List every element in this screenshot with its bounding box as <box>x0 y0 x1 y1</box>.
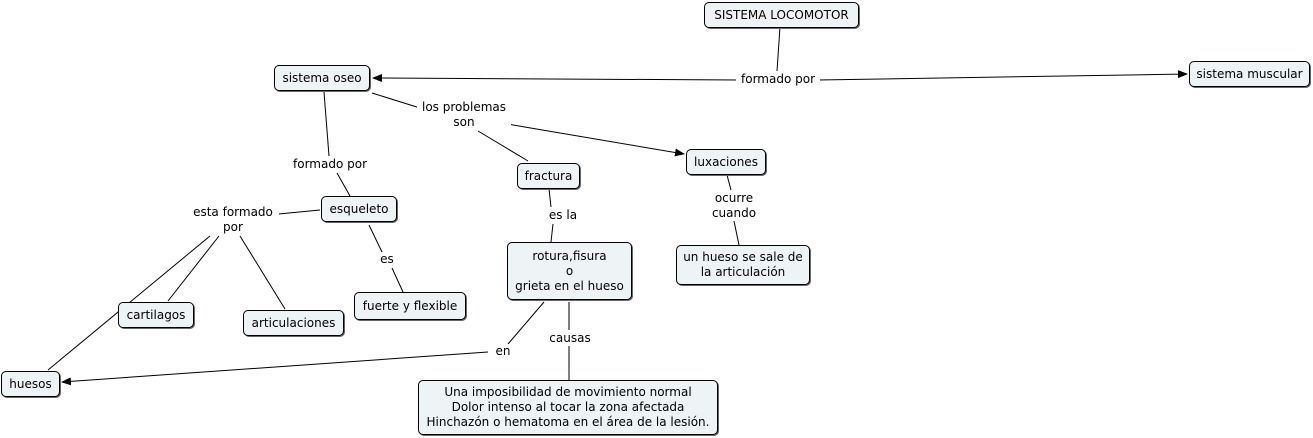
link-label-causas: causas <box>543 331 597 346</box>
link-es-fuerte <box>391 267 404 293</box>
concept-fractura[interactable]: fractura <box>517 163 580 189</box>
link-label-ocurre-cuando: ocurre cuando <box>705 191 763 221</box>
link-problemas-fractura <box>477 130 529 162</box>
concept-esqueleto[interactable]: esqueleto <box>321 196 397 222</box>
link-label-es: es <box>375 252 399 267</box>
concept-sistema-oseo[interactable]: sistema oseo <box>274 65 370 91</box>
link-label-los-problemas-son: los problemas son <box>417 100 511 130</box>
link-problemas-luxaciones <box>506 123 685 157</box>
link-ocurre-hueso <box>733 220 740 246</box>
concept-articulaciones[interactable]: articulaciones <box>243 310 344 336</box>
link-estaformado-articulaciones <box>239 235 286 310</box>
link-estaformado-cartilagos <box>167 235 220 302</box>
concept-hueso-sale[interactable]: un hueso se sale de la articulación <box>676 245 810 285</box>
link-esla-rotura <box>550 223 554 243</box>
link-label-esta-formado-por: esta formado por <box>187 205 279 235</box>
link-rotura-en <box>507 301 545 345</box>
link-label-formado-por-top: formado por <box>736 72 820 87</box>
concept-sintomas[interactable]: Una imposibilidad de movimiento normal D… <box>418 380 718 435</box>
link-formado-oseo <box>372 74 739 83</box>
link-label-en: en <box>491 344 515 359</box>
concept-sistema-locomotor[interactable]: SISTEMA LOCOMOTOR <box>704 2 859 28</box>
concept-cartilagos[interactable]: cartilagos <box>118 302 194 328</box>
concept-sistema-muscular[interactable]: sistema muscular <box>1189 61 1310 87</box>
concept-luxaciones[interactable]: luxaciones <box>686 149 766 175</box>
link-en-huesos <box>61 351 489 386</box>
link-locomotor-formado <box>776 26 781 72</box>
link-esqueleto-es <box>368 224 383 253</box>
link-formado-muscular <box>817 70 1188 81</box>
link-label-formado-por-left: formado por <box>288 157 372 172</box>
link-label-es-la: es la <box>543 208 583 223</box>
link-fractura-esla <box>548 188 552 208</box>
link-luxaciones-ocurre <box>726 174 732 191</box>
concept-rotura[interactable]: rotura,fisura o grieta en el hueso <box>507 242 632 300</box>
link-oseo-formado2 <box>323 91 330 157</box>
concept-huesos[interactable]: huesos <box>1 371 60 397</box>
concept-fuerte-flexible[interactable]: fuerte y flexible <box>354 292 466 320</box>
link-oseo-problemas <box>371 92 421 109</box>
link-formado2-esqueleto <box>336 172 351 197</box>
